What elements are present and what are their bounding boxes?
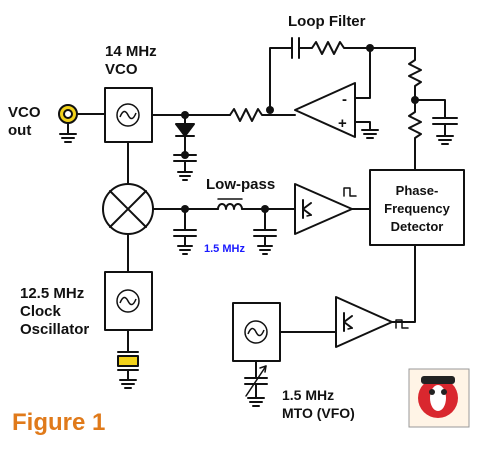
clock-freq-label: 12.5 MHz (20, 285, 84, 302)
vco-freq-label: 14 MHz (105, 43, 157, 60)
loop-filter-network (269, 37, 458, 171)
vco-out-connector (58, 104, 106, 143)
junction-dots (181, 44, 419, 213)
mto-label: MTO (VFO) (282, 405, 355, 421)
oscillator-label: Oscillator (20, 321, 89, 338)
vco-out-label-line1: VCO (8, 104, 41, 121)
opamp-minus-label: - (342, 91, 347, 108)
opamp-plus-label: + (338, 115, 347, 132)
pfd-label-line1: Phase- (396, 183, 439, 198)
vco-out-label-line2: out (8, 122, 31, 139)
figure-title: Figure 1 (12, 409, 105, 436)
low-pass-label: Low-pass (206, 176, 275, 193)
loop-filter-label: Loop Filter (288, 13, 366, 30)
logo-icon (408, 368, 470, 428)
mto-freq-label: 1.5 MHz (282, 387, 334, 403)
pfd-label-line3: Detector (391, 219, 444, 234)
vco-tuning-path (151, 108, 296, 181)
pfd-block (369, 169, 465, 323)
vco-label: VCO (105, 61, 138, 78)
mixer (102, 183, 219, 273)
pfd-label-line2: Frequency (384, 201, 451, 216)
oscillator-icon (116, 103, 268, 344)
clock-label: Clock (20, 303, 62, 320)
low-pass-freq-label: 1.5 MHz (204, 243, 245, 255)
comparator-top (294, 183, 371, 235)
loop-filter-opamp (294, 82, 379, 139)
vco-block (104, 87, 153, 185)
comparator-bottom (335, 296, 409, 348)
